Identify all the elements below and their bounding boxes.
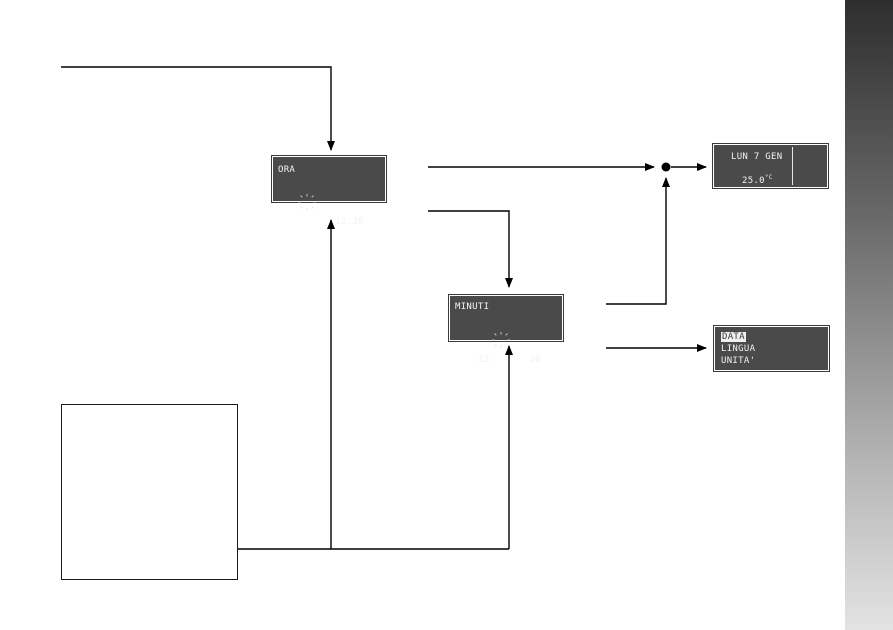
ora-minutes: 30 — [352, 217, 364, 227]
temp-unit: °C — [764, 174, 773, 181]
lcd-minuti-label: MINUTI — [455, 302, 490, 312]
junction-dot — [661, 162, 671, 172]
menu-item-lingua: LINGUA — [721, 344, 756, 354]
blinking-minutes: 30 — [492, 332, 541, 365]
blink-rays-icon — [297, 194, 316, 210]
menu-item-data: DATA — [721, 332, 746, 342]
blinking-hours: 12 — [297, 194, 347, 227]
lcd-minuti-time: 12: 30 — [455, 325, 541, 375]
lcd-date-temp: LUN 7 GEN 25.0°C — [714, 145, 827, 187]
minuti-minutes: 30 — [529, 355, 541, 365]
lcd-temp: 25.0°C — [742, 173, 773, 186]
menu-item-unita: UNITA' — [721, 356, 756, 366]
lcd-date: LUN 7 GEN — [731, 152, 783, 162]
lcd-date-divider — [792, 147, 793, 185]
lcd-ora: ORA 12:30 — [273, 157, 385, 227]
note-box — [61, 404, 238, 580]
arrow-input-to-ora — [61, 66, 335, 151]
lcd-minuti: MINUTI 12: 30 — [450, 296, 562, 365]
ora-hours: 12 — [335, 217, 347, 227]
ora-sep: : — [346, 217, 353, 227]
minuti-sep: : — [489, 355, 496, 365]
arrow-minuti-to-junction — [606, 177, 670, 305]
arrow-ora-to-minuti — [428, 210, 513, 288]
minuti-hours: 12 — [477, 355, 490, 365]
menu-item-data-label: DATA — [721, 332, 746, 342]
side-tab — [845, 0, 893, 630]
lcd-ora-label: ORA — [278, 165, 296, 175]
temp-value: 25.0 — [742, 176, 765, 186]
lcd-ora-time: 12:30 — [278, 187, 364, 237]
blink-rays-icon — [492, 332, 511, 348]
lcd-menu: DATA LINGUA UNITA' — [715, 327, 828, 370]
